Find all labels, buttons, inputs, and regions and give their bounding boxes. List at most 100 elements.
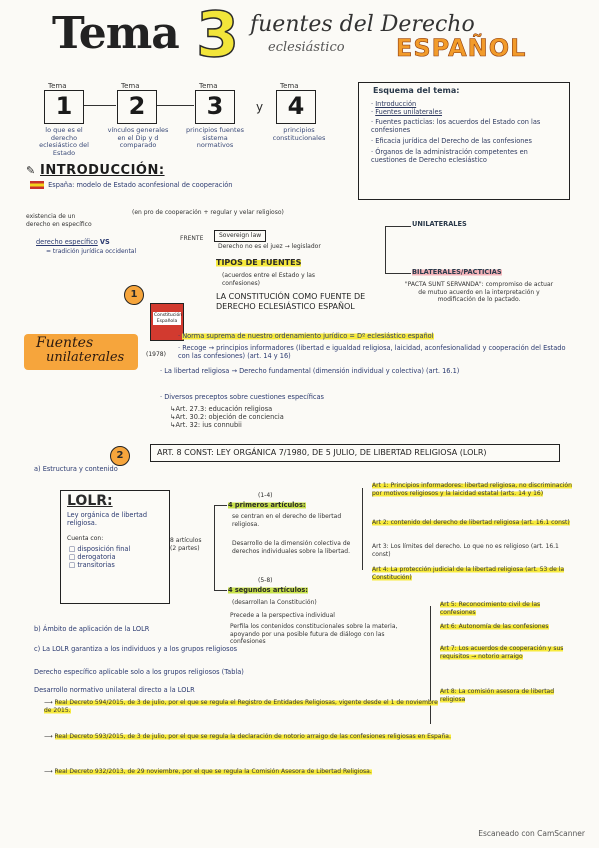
frente-label: FRENTE bbox=[180, 235, 204, 242]
bracket-line bbox=[430, 606, 432, 724]
branch-line bbox=[385, 226, 387, 274]
desarrollo-label: Desarrollo normativo unilateral directo … bbox=[34, 686, 195, 694]
real-decreto-3: ⟶ Real Decreto 932/2013, de 29 noviembre… bbox=[44, 768, 372, 775]
tema-1-desc: lo que es el derecho eclesiástico del Es… bbox=[39, 126, 89, 157]
footer-watermark: Escaneado con CamScanner bbox=[478, 829, 585, 838]
espana-line: España: modelo de Estado aconfesional de… bbox=[30, 181, 340, 189]
esquema-item: · Órganos de la administración competent… bbox=[371, 148, 528, 164]
segundos-note: (desarrollan la Constitución) bbox=[232, 599, 317, 606]
pacta-note: "PACTA SUNT SERVANDA": compromiso de act… bbox=[404, 281, 554, 303]
y-connector: y bbox=[256, 100, 264, 114]
bilaterales-label: bilaterales/pacticias bbox=[412, 268, 502, 276]
fuentes-point-2: · Recoge → principios informadores (libe… bbox=[178, 344, 566, 360]
title-line2: eclesiástico bbox=[268, 40, 345, 55]
derecho-especifico-row: derecho específico VS bbox=[36, 238, 110, 246]
lolr-sub: Ley orgánica de libertad religiosa. bbox=[67, 511, 148, 527]
constitution-book-icon: Constitución Española bbox=[150, 303, 184, 341]
art-item: ↳Art. 32: ius connubii bbox=[170, 421, 242, 429]
fuentes-point-3: · La libertad religiosa → Derecho fundam… bbox=[160, 367, 460, 375]
art-4: Art 4: La protección judicial de la libe… bbox=[372, 566, 565, 581]
primeros-label: 4 primeros artículos: bbox=[228, 501, 306, 509]
constitution-year: (1978) bbox=[146, 351, 166, 358]
garantiza-label: c) La LOLR garantiza a los individuos y … bbox=[34, 645, 238, 653]
esquema-item: · Fuentes pacticias: los acuerdos del Es… bbox=[371, 118, 541, 134]
art-item: ↳Art. 27.3: educación religiosa bbox=[170, 405, 273, 413]
tradicion: = tradición jurídica occidental bbox=[46, 248, 137, 255]
espana-note: (en pro de cooperación + regular y velar… bbox=[132, 209, 284, 216]
tipos-note: (acuerdos entre el Estado y las confesio… bbox=[222, 272, 315, 287]
fuentes-point-1: · Norma suprema de nuestro ordenamiento … bbox=[178, 332, 434, 340]
lolr-list-item: □ transitorias bbox=[69, 561, 115, 569]
esquema-item: · Introducción bbox=[371, 100, 417, 108]
art-5: Art 5: Reconocimiento civil de las confe… bbox=[440, 601, 541, 616]
fuentes-point-4: · Diversos preceptos sobre cuestiones es… bbox=[160, 393, 324, 401]
existencia: existencia de un derecho en específico bbox=[26, 213, 92, 228]
esquema-box: Esquema del tema: · Introducción · Fuent… bbox=[358, 82, 570, 200]
tema-number: 3 bbox=[195, 0, 240, 72]
tema-1-tag: Tema bbox=[48, 82, 67, 90]
section-1-title: LA CONSTITUCIÓN COMO FUENTE DE DERECHO E… bbox=[216, 292, 366, 311]
lolr-art-count: 8 artículos(2 partes) bbox=[170, 537, 202, 552]
bottom-note-2: Perfila los contenidos constitucionales … bbox=[230, 623, 398, 645]
estructura-label: a) Estructura y contenido bbox=[34, 465, 118, 473]
primeros-note-2: Desarrollo de la dimensión colectiva de … bbox=[232, 540, 351, 555]
header: Tema 3 fuentes del Derecho eclesiástico … bbox=[0, 0, 599, 80]
tema-4-tag: Tema bbox=[280, 82, 299, 90]
tema-1-box: 1 bbox=[44, 90, 84, 124]
segundos-label: 4 segundos artículos: bbox=[228, 586, 308, 594]
title-line1: fuentes del Derecho bbox=[250, 12, 475, 37]
section-2-title: ART. 8 CONST: LEY ORGÁNICA 7/1980, DE 5 … bbox=[150, 444, 560, 462]
tema-2-tag: Tema bbox=[121, 82, 140, 90]
esquema-title: Esquema del tema: bbox=[373, 86, 460, 95]
lolr-list-item: □ derogatoria bbox=[69, 553, 116, 561]
tema-4-box: 4 bbox=[276, 90, 316, 124]
art-8: Art 8: La comisión asesora de libertad r… bbox=[440, 688, 555, 703]
art-7: Art 7: Los acuerdos de cooperación y sus… bbox=[440, 645, 564, 660]
sovereignty-box: Sovereign law bbox=[214, 230, 267, 242]
tema-3-desc: principios fuentes sistema normativos bbox=[186, 126, 244, 149]
bracket-line bbox=[214, 505, 227, 507]
section-1-number: 1 bbox=[124, 285, 144, 305]
unilaterales-label: unilaterales bbox=[412, 220, 467, 228]
tema-3-tag: Tema bbox=[199, 82, 218, 90]
tema-2-desc: vínculos generales en el Dip y d compara… bbox=[107, 126, 169, 149]
bottom-note-1: Precede a la perspectiva individual bbox=[230, 612, 335, 619]
fuentes-arts: ↳Art. 27.3: educación religiosa ↳Art. 30… bbox=[170, 405, 370, 429]
tema-4-desc: principios constitucionales bbox=[272, 126, 326, 142]
lolr-cuenta: Cuenta con: bbox=[67, 535, 104, 542]
pencil-icon: ✎ bbox=[26, 164, 36, 177]
tipos-fuentes: tipos de fuentes bbox=[216, 258, 302, 267]
section-2-number: 2 bbox=[110, 446, 130, 466]
art-6: Art 6: Autonomía de las confesiones bbox=[440, 623, 549, 630]
bracket-line bbox=[214, 590, 227, 592]
range-5-8: (5-8) bbox=[258, 577, 273, 584]
bracket-line bbox=[214, 505, 216, 591]
esquema-item: · Fuentes unilaterales bbox=[371, 108, 443, 116]
fuentes-unilaterales-banner: Fuentes unilaterales bbox=[24, 334, 138, 370]
derecho-note: Derecho no es el juez → legislador bbox=[218, 243, 321, 250]
title-word: ESPAÑOL bbox=[396, 34, 527, 63]
primeros-note: se centran en el derecho de libertad rel… bbox=[232, 513, 342, 528]
tema-2-box: 2 bbox=[117, 90, 157, 124]
branch-line bbox=[385, 273, 411, 275]
tema-arrow-2 bbox=[157, 105, 194, 107]
art-2: Art 2: contenido del derecho de libertad… bbox=[372, 519, 570, 526]
tema-arrow-1 bbox=[84, 105, 116, 107]
real-decreto-2: ⟶ Real Decreto 593/2015, de 3 de julio, … bbox=[44, 733, 451, 740]
branch-line bbox=[385, 226, 411, 228]
derecho-especifico-grupos: Derecho específico aplicable solo a los … bbox=[34, 668, 244, 676]
real-decreto-1: ⟶ Real Decreto 594/2015, de 3 de julio, … bbox=[44, 699, 438, 714]
lolr-title: LOLR: bbox=[67, 493, 113, 509]
ambito-label: b) Ámbito de aplicación de la LOLR bbox=[34, 625, 150, 633]
lolr-list-item: □ disposición final bbox=[69, 545, 131, 553]
tema-word: Tema bbox=[52, 8, 180, 59]
esquema-item: · Eficacia jurídica del Derecho de las c… bbox=[371, 137, 532, 145]
art-3: Art 3: Los límites del derecho. Lo que n… bbox=[372, 543, 559, 558]
art-1: Art 1: Principios informadores: libertad… bbox=[372, 482, 572, 497]
range-1-4: (1-4) bbox=[258, 492, 273, 499]
bracket-line bbox=[362, 488, 364, 570]
tema-3-box: 3 bbox=[195, 90, 235, 124]
spain-flag-icon bbox=[30, 181, 44, 189]
intro-title: INTRODUCCIÓN: bbox=[40, 163, 165, 178]
lolr-box: LOLR: Ley orgánica de libertad religiosa… bbox=[60, 490, 170, 604]
